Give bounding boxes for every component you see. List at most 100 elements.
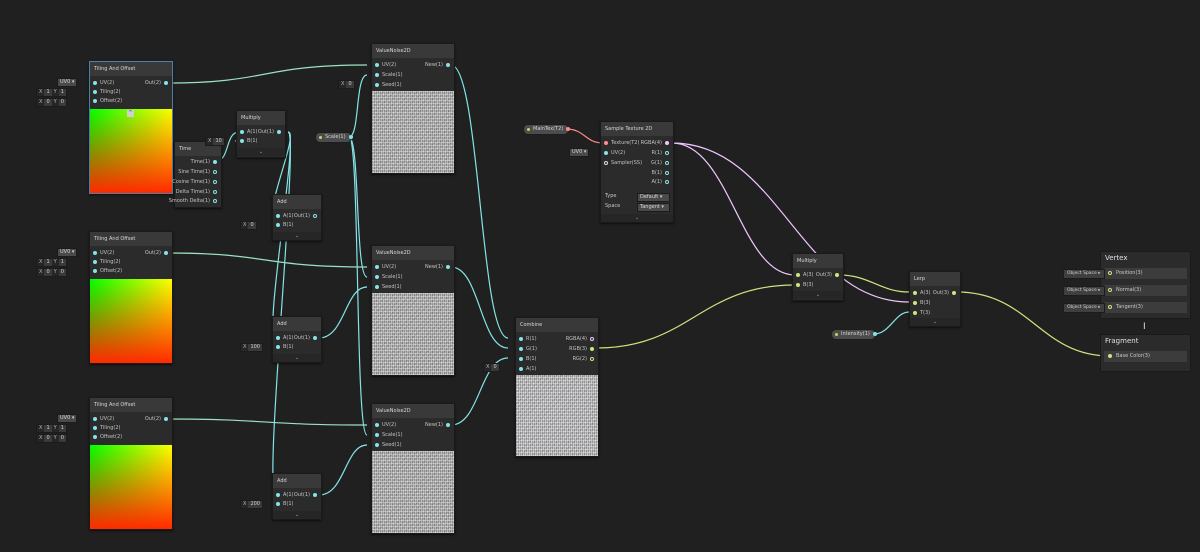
output-new[interactable]: New(1)	[425, 421, 450, 430]
scale-property-node[interactable]: Scale(1)	[315, 132, 353, 143]
vertex-block-normal[interactable]: Normal(3)	[1104, 285, 1187, 296]
input-b[interactable]: B(1)	[519, 355, 537, 364]
add-node-1[interactable]: Add A(1) B(1) Out(1) ⌄	[272, 194, 322, 241]
input-scale[interactable]: Scale(1)	[375, 431, 403, 440]
uv-channel-dropdown[interactable]: UV0 ▾	[57, 248, 78, 257]
output-out[interactable]: Out(1)	[294, 212, 317, 221]
output-sine-time[interactable]: Sine Time(1)	[178, 168, 217, 177]
input-offset[interactable]: Offset(2)	[93, 433, 122, 442]
input-r[interactable]: R(1)	[519, 335, 537, 344]
input-texture[interactable]: Texture(T2)	[604, 139, 639, 148]
output-r[interactable]: R(1)	[651, 149, 669, 158]
fragment-context[interactable]: Fragment Base Color(3)	[1100, 334, 1191, 372]
intensity-property-node[interactable]: Intensity(1)	[831, 329, 877, 340]
output-time[interactable]: Time(1)	[191, 158, 217, 167]
input-tiling[interactable]: Tiling(2)	[93, 424, 121, 433]
input-uv[interactable]: UV(2)	[93, 79, 114, 88]
output-out[interactable]: Out(3)	[933, 289, 956, 298]
input-scale[interactable]: Scale(1)	[375, 71, 403, 80]
output-rgba[interactable]: RGBA(4)	[641, 139, 669, 148]
input-seed[interactable]: Seed(1)	[375, 441, 402, 450]
input-scale[interactable]: Scale(1)	[375, 273, 403, 282]
input-tiling[interactable]: Tiling(2)	[93, 258, 121, 267]
input-a[interactable]: A(3)	[913, 289, 931, 298]
input-uv[interactable]: UV(2)	[604, 149, 625, 158]
time-node[interactable]: Time Time(1) Sine Time(1) Cosine Time(1)…	[169, 141, 222, 208]
vertex-context[interactable]: Vertex Position(3) Normal(3) Tangent(3)	[1100, 251, 1191, 319]
output-cosine-time[interactable]: Cosine Time(1)	[172, 178, 217, 187]
input-tiling[interactable]: Tiling(2)	[93, 88, 121, 97]
input-uv[interactable]: UV(2)	[375, 61, 396, 70]
output-a[interactable]: A(1)	[651, 178, 669, 187]
input-b[interactable]: B(3)	[913, 299, 931, 308]
expand-chevron-icon[interactable]: ⌄	[273, 354, 321, 362]
combine-node[interactable]: Combine R(1) G(1) B(1) A(1) RGBA(4) RGB(…	[515, 317, 599, 457]
fragment-block-base-color[interactable]: Base Color(3)	[1104, 351, 1187, 362]
value-noise-node-2[interactable]: ValueNoise2D UV(2) Scale(1) Seed(1) New(…	[371, 245, 455, 376]
input-uv[interactable]: UV(2)	[93, 249, 114, 258]
input-a[interactable]: A(1)	[276, 491, 294, 500]
tiling-offset-node-1[interactable]: Tiling And Offset UV(2) Tiling(2) Offset…	[89, 61, 173, 194]
output-b[interactable]: B(1)	[651, 169, 669, 178]
input-a[interactable]: A(3)	[796, 271, 814, 280]
output-out[interactable]: Out(1)	[294, 334, 317, 343]
vertex-block-tangent[interactable]: Tangent(3)	[1104, 302, 1187, 313]
input-uv[interactable]: UV(2)	[93, 415, 114, 424]
position-space-field[interactable]: Object Space ▸	[1063, 269, 1105, 279]
uv-channel-dropdown[interactable]: UV0 ▾	[569, 148, 590, 157]
expand-chevron-icon[interactable]: ⌄	[910, 318, 960, 326]
output-rgba[interactable]: RGBA(4)	[566, 335, 594, 344]
multiply-node-vector[interactable]: Multiply A(3) B(3) Out(3) ⌄	[792, 253, 844, 301]
expand-chevron-icon[interactable]: ⌄	[601, 214, 673, 222]
output-smooth-delta[interactable]: Smooth Delta(1)	[169, 197, 217, 206]
output-out[interactable]: Out(3)	[816, 271, 839, 280]
output-out[interactable]: Out(2)	[145, 79, 168, 88]
add-node-3[interactable]: Add A(1) B(1) Out(1) ⌄	[272, 473, 322, 520]
output-rg[interactable]: RG(2)	[573, 355, 594, 364]
normal-space-field[interactable]: Object Space ▸	[1063, 286, 1105, 296]
input-seed[interactable]: Seed(1)	[375, 283, 402, 292]
input-offset[interactable]: Offset(2)	[93, 97, 122, 106]
output-delta-time[interactable]: Delta Time(1)	[176, 188, 217, 197]
output-g[interactable]: G(1)	[651, 159, 669, 168]
input-t[interactable]: T(3)	[913, 309, 930, 318]
input-a[interactable]: A(1)	[519, 365, 537, 374]
space-dropdown[interactable]: Tangent ▾	[637, 203, 670, 212]
output-out[interactable]: Out(1)	[294, 491, 317, 500]
lerp-node[interactable]: Lerp A(3) B(3) T(3) Out(3) ⌄	[909, 271, 961, 327]
output-out[interactable]: Out(1)	[258, 128, 281, 137]
output-out[interactable]: Out(2)	[145, 415, 168, 424]
input-uv[interactable]: UV(2)	[375, 263, 396, 272]
uv-channel-dropdown[interactable]: UV0 ▾	[57, 414, 78, 423]
input-a[interactable]: A(1)	[240, 128, 258, 137]
input-b[interactable]: B(1)	[240, 137, 258, 146]
value-noise-node-1[interactable]: ValueNoise2D UV(2) Scale(1) Seed(1) New(…	[371, 43, 455, 174]
uv-channel-dropdown[interactable]: UV0 ▾	[57, 78, 78, 87]
input-b[interactable]: B(1)	[276, 221, 294, 230]
input-a[interactable]: A(1)	[276, 334, 294, 343]
value-noise-node-3[interactable]: ValueNoise2D UV(2) Scale(1) Seed(1) New(…	[371, 403, 455, 534]
input-a[interactable]: A(1)	[276, 212, 294, 221]
vertex-block-position[interactable]: Position(3)	[1104, 268, 1187, 279]
expand-chevron-icon[interactable]: ⌄	[273, 232, 321, 240]
output-new[interactable]: New(1)	[425, 61, 450, 70]
type-dropdown[interactable]: Default ▾	[637, 193, 670, 202]
input-g[interactable]: G(1)	[519, 345, 537, 354]
main-tex-property-node[interactable]: MainTex(T2)	[523, 124, 571, 135]
tiling-offset-node-2[interactable]: Tiling And Offset UV(2) Tiling(2) Offset…	[89, 231, 173, 364]
add-node-2[interactable]: Add A(1) B(1) Out(1) ⌄	[272, 316, 322, 363]
input-seed[interactable]: Seed(1)	[375, 81, 402, 90]
multiply-node-float[interactable]: Multiply A(1) B(1) Out(1) ⌄	[236, 110, 286, 158]
input-b[interactable]: B(3)	[796, 281, 814, 290]
input-b[interactable]: B(1)	[276, 343, 294, 352]
